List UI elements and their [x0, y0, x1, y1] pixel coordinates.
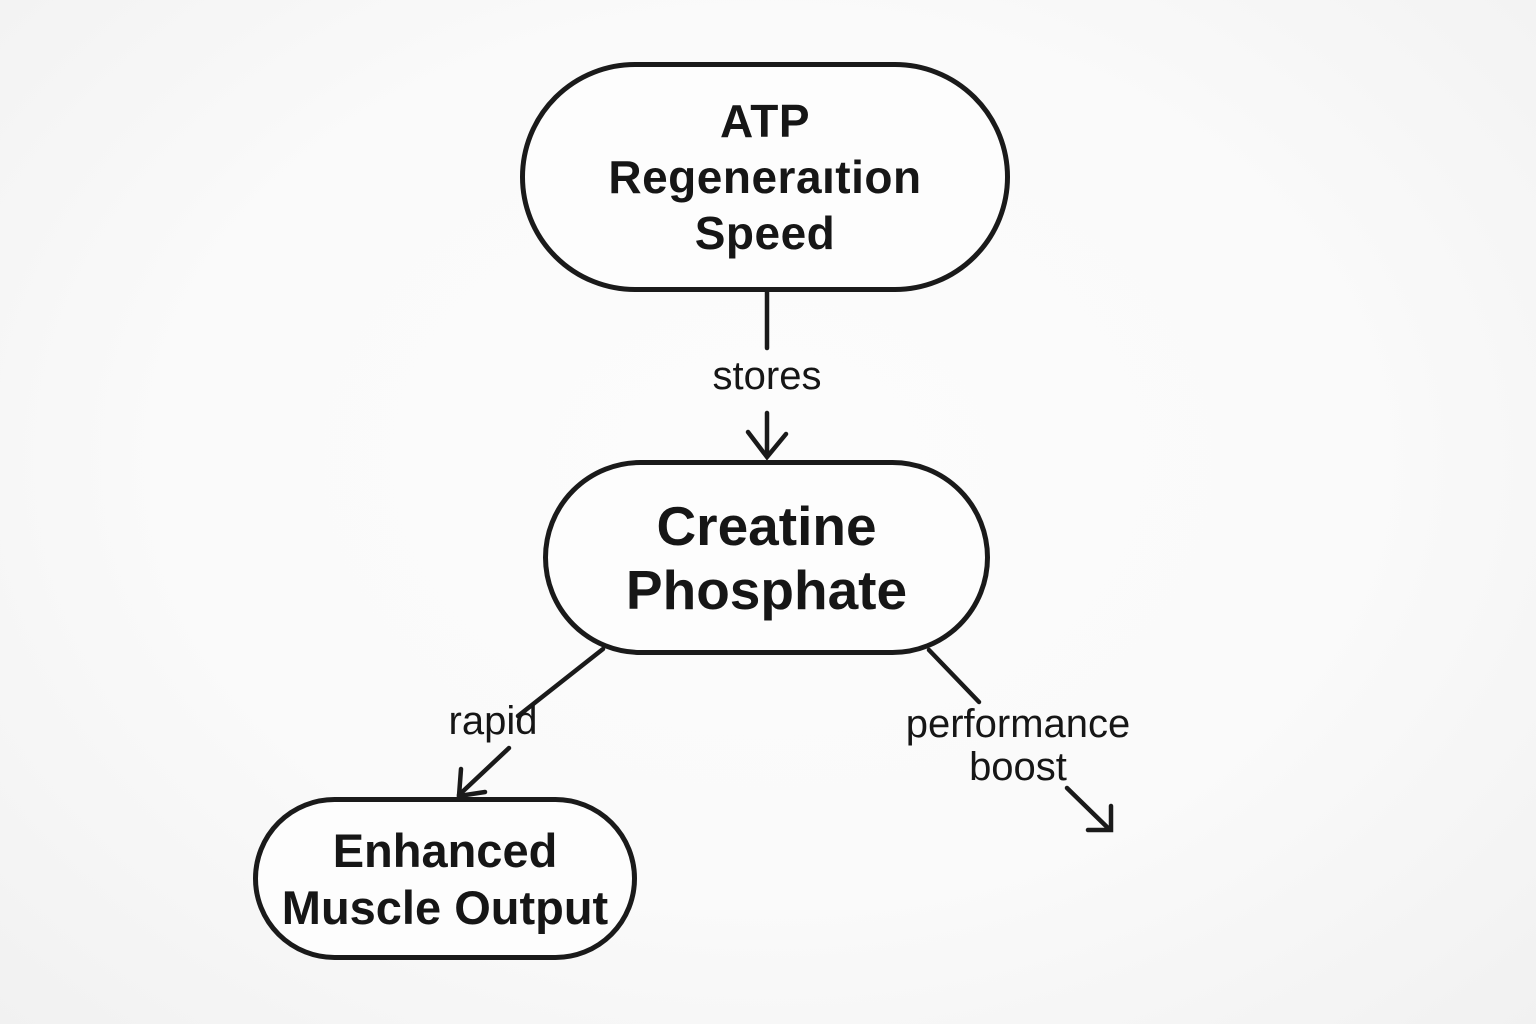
- node-enhanced-muscle-output-label: Enhanced Muscle Output: [281, 823, 609, 934]
- node-atp-regeneration-speed-label: ATP Regeneraıtion Speed: [608, 95, 922, 259]
- edge-label-stores: stores: [712, 354, 822, 398]
- edge-label-rapid: rapid: [448, 699, 538, 743]
- edge-label-performance-boost: performance boost: [905, 702, 1131, 789]
- node-atp-regeneration-speed: ATP Regeneraıtion Speed: [520, 62, 1010, 292]
- node-creatine-phosphate-label: Creatine Phosphate: [625, 494, 908, 621]
- edge-performance-boost-arrow: [926, 647, 1114, 833]
- edge-stores-arrow: [745, 289, 789, 461]
- node-creatine-phosphate: Creatine Phosphate: [543, 460, 990, 655]
- node-enhanced-muscle-output: Enhanced Muscle Output: [253, 797, 637, 960]
- edge-rapid-arrow: [456, 646, 606, 799]
